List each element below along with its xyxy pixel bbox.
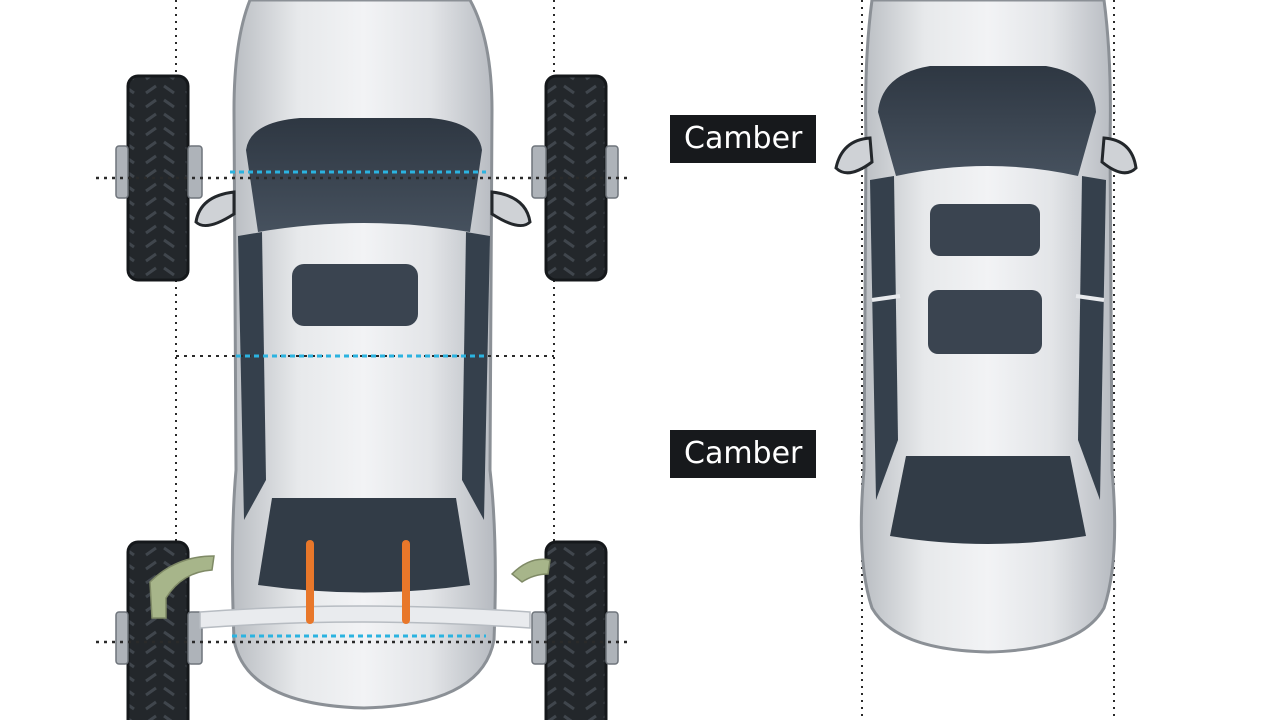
windshield bbox=[878, 66, 1096, 176]
side-mirror-icon bbox=[490, 190, 532, 228]
rear-window bbox=[258, 498, 470, 593]
rear-window bbox=[890, 456, 1086, 544]
car-body bbox=[230, 0, 497, 710]
side-mirror-icon bbox=[1100, 136, 1138, 175]
right-car-view bbox=[834, 0, 1138, 720]
suspension-strut-icon bbox=[306, 540, 410, 624]
windshield bbox=[246, 118, 482, 232]
suspension-strut-icon bbox=[149, 555, 551, 619]
sunroof bbox=[928, 290, 1042, 354]
side-mirror-icon bbox=[194, 190, 236, 228]
sunroof bbox=[930, 204, 1040, 256]
measure-line bbox=[230, 170, 486, 638]
side-mirror-icon bbox=[834, 136, 874, 175]
camber-label-lower: Camber bbox=[670, 430, 817, 478]
left-car-view bbox=[96, 0, 632, 720]
camber-label-upper: Camber bbox=[670, 115, 817, 163]
tire-icon bbox=[544, 540, 608, 720]
sunroof bbox=[292, 264, 418, 326]
